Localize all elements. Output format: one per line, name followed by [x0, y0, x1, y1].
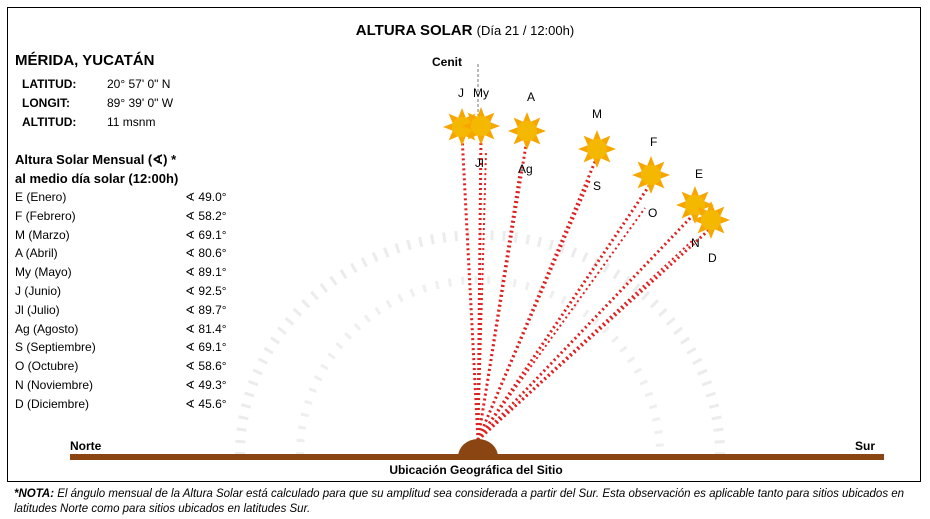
sun-label: Jl	[475, 156, 484, 170]
month-angle: ∢ 45.6°	[185, 396, 227, 411]
month-name: S (Septiembre)	[15, 340, 96, 355]
sun-icon	[578, 130, 616, 168]
month-name: M (Marzo)	[15, 227, 70, 242]
sun-ray	[477, 179, 591, 441]
table-row: M (Marzo) ∢ 69.1°	[15, 228, 255, 244]
altitude-label: ALTITUD:	[22, 115, 77, 129]
footnote: *NOTA: El ángulo mensual de la Altura So…	[14, 487, 919, 517]
sun-label: E	[695, 167, 703, 181]
month-name: J (Junio)	[15, 284, 62, 298]
sun-icon	[692, 201, 730, 239]
altitude-value: 11 msnm	[107, 115, 156, 129]
altitude-row: ALTITUD: 11 msnm	[22, 115, 155, 129]
longitude-value: 89° 39' 0" W	[107, 96, 174, 110]
solar-diagram: Cenit Norte Sur Ubicación Geográfica del…	[70, 55, 884, 477]
footnote-prefix: *NOTA:	[14, 488, 55, 500]
sun-ray	[477, 239, 694, 441]
month-name: My (Mayo)	[15, 265, 72, 280]
month-angle: ∢ 58.2°	[185, 208, 227, 223]
sun-label: J	[458, 86, 464, 100]
table-row: E (Enero) ∢ 49.0°	[15, 190, 255, 206]
sun-label: S	[593, 179, 601, 193]
month-name: F (Febrero)	[15, 208, 76, 223]
sun-icon	[462, 107, 500, 145]
footnote-text: El ángulo mensual de la Altura Solar est…	[14, 488, 905, 515]
sun-ray	[477, 207, 646, 441]
table-row: O (Octubre) ∢ 58.6°	[15, 359, 255, 375]
observer-dome	[458, 439, 498, 457]
sun-ray	[460, 134, 480, 441]
suns	[443, 107, 730, 239]
month-name: A (Abril)	[15, 246, 58, 261]
sun-label: A	[527, 90, 535, 104]
sun-rays	[460, 133, 713, 442]
zenith-label: Cenit	[432, 55, 462, 69]
title-sub: (Día 21 / 12:00h)	[476, 23, 575, 38]
month-name: D (Diciembre)	[15, 396, 90, 411]
month-angle: ∢ 89.1°	[185, 265, 227, 280]
table-row: F (Febrero) ∢ 58.2°	[15, 209, 255, 225]
sun-ray	[476, 211, 697, 442]
sun-label: My	[473, 86, 489, 100]
background-arc-outer	[235, 230, 725, 456]
location-name: MÉRIDA, YUCATÁN	[15, 52, 155, 69]
diagram-title: ALTURA SOLAR (Día 21 / 12:00h)	[0, 22, 930, 39]
latitude-label: LATITUD:	[22, 77, 77, 91]
longitude-row: LONGIT: 89° 39' 0" W	[22, 96, 173, 110]
month-name: Ag (Agosto)	[15, 321, 79, 336]
sun-label: N	[691, 236, 700, 250]
month-angle: ∢ 81.4°	[185, 321, 227, 336]
longitude-label: LONGIT:	[22, 96, 70, 110]
title-main: ALTURA SOLAR	[355, 22, 473, 39]
sun-ray	[476, 182, 653, 441]
month-angle: ∢ 58.6°	[185, 359, 227, 374]
month-angle: ∢ 80.6°	[185, 246, 227, 261]
month-name: N (Noviembre)	[15, 378, 94, 392]
month-angle: ∢ 69.1°	[185, 227, 227, 242]
table-row: A (Abril) ∢ 80.6°	[15, 246, 255, 262]
sun-label: D	[708, 251, 717, 265]
south-label: Sur	[855, 439, 875, 453]
latitude-value: 20° 57' 0" N	[107, 77, 171, 91]
sun-label: F	[650, 135, 657, 149]
month-angle: ∢ 92.5°	[185, 284, 227, 298]
month-angle: ∢ 49.0°	[185, 190, 227, 204]
month-angle: ∢ 49.3°	[185, 378, 227, 392]
table-row: Ag (Agosto) ∢ 81.4°	[15, 322, 255, 338]
month-angle: ∢ 69.1°	[185, 340, 227, 355]
table-row: D (Diciembre) ∢ 45.6°	[15, 397, 255, 413]
table-heading-1: Altura Solar Mensual (∢) *	[15, 152, 177, 167]
sun-ray	[477, 169, 521, 441]
ground-label: Ubicación Geográfica del Sitio	[389, 463, 562, 477]
sun-label: M	[592, 107, 602, 121]
sun-icon	[632, 156, 670, 194]
sun-label: O	[648, 206, 657, 220]
month-angle: ∢ 89.7°	[185, 302, 227, 317]
month-name: O (Octubre)	[15, 359, 79, 374]
month-name: E (Enero)	[15, 190, 67, 204]
diagram-frame	[7, 7, 921, 482]
sun-label: Ag	[518, 162, 533, 176]
table-row: My (Mayo) ∢ 89.1°	[15, 265, 255, 281]
table-row: Jl (Julio) ∢ 89.7°	[15, 303, 255, 319]
month-name: Jl (Julio)	[15, 302, 60, 317]
sun-ray	[477, 149, 487, 441]
sun-icon	[508, 112, 546, 150]
latitude-row: LATITUD: 20° 57' 0" N	[22, 77, 170, 91]
table-row: N (Noviembre) ∢ 49.3°	[15, 378, 255, 394]
table-row: J (Junio) ∢ 92.5°	[15, 284, 255, 300]
table-row: S (Septiembre) ∢ 69.1°	[15, 340, 255, 356]
north-label: Norte	[70, 439, 102, 453]
table-heading-2: al medio día solar (12:00h)	[15, 171, 179, 186]
